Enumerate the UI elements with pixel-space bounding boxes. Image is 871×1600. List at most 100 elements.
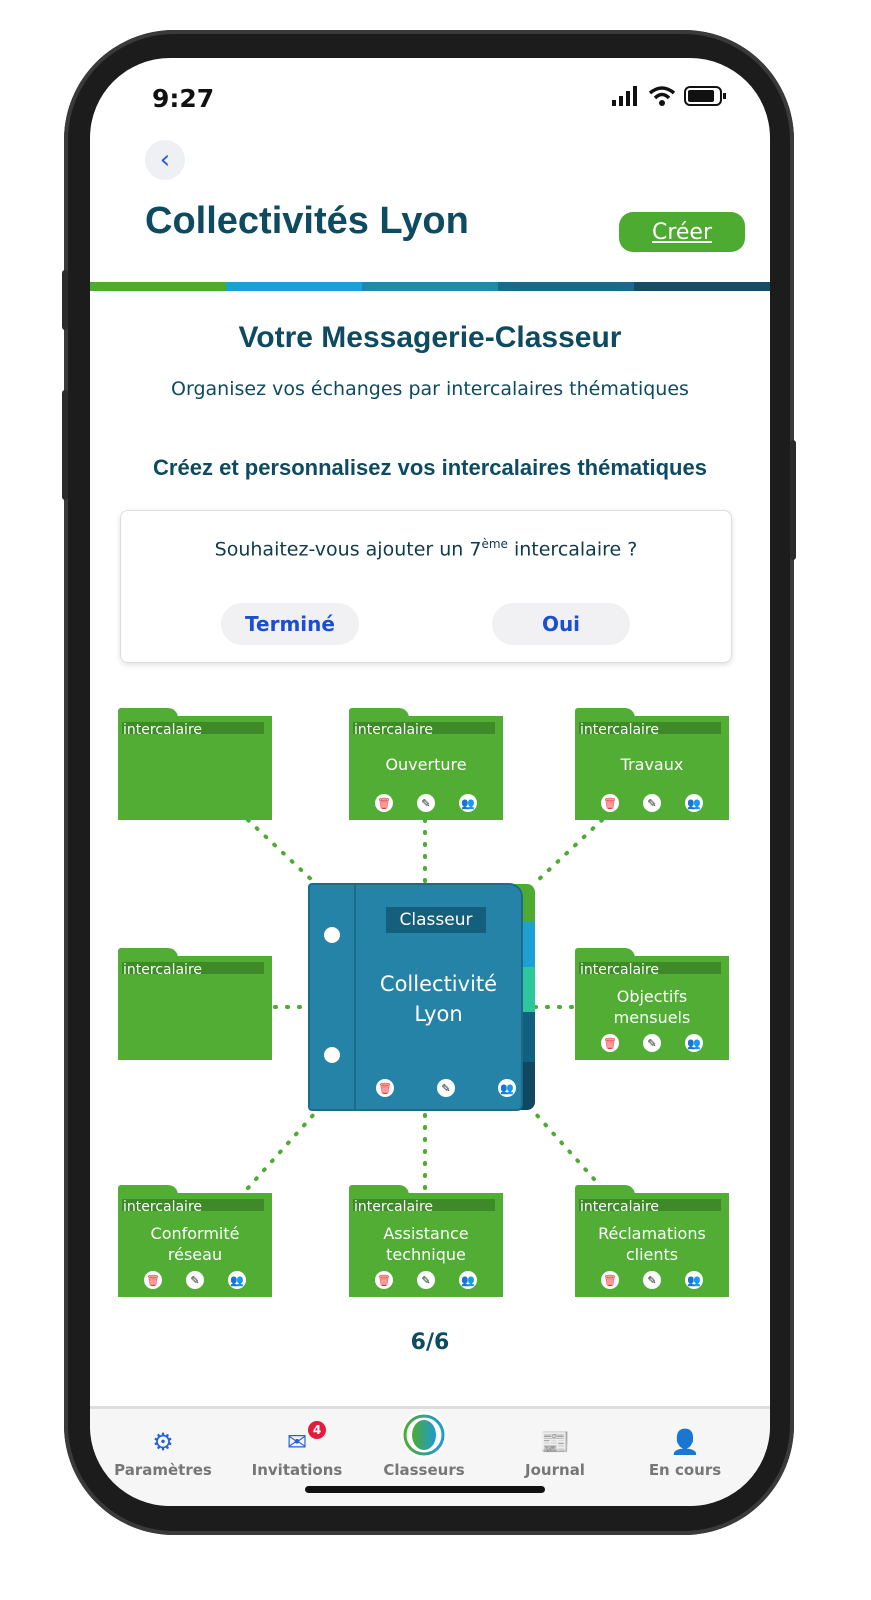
nav-label: Invitations [251,1461,343,1479]
section-subtitle: Organisez vos échanges par intercalaires… [171,378,689,400]
folder-actions: 🗑 ✎ 👥 [118,1271,272,1289]
gear-icon: ⚙ [152,1428,174,1456]
folder-tab [353,1199,495,1211]
nav-parametres[interactable]: ⚙ Paramètres [108,1423,218,1479]
pencil-icon[interactable]: ✎ [417,794,435,812]
phone-side-button [62,390,68,500]
trash-icon[interactable]: 🗑 [375,1271,393,1289]
pencil-icon[interactable]: ✎ [643,1034,661,1052]
folder-name: Objectifs mensuels [613,987,691,1027]
nav-journal[interactable]: 📰Journal [500,1423,610,1479]
home-indicator [305,1486,545,1493]
folder-actions: 🗑 ✎ 👥 [349,1271,503,1289]
folder-label: intercalaire [354,1199,434,1215]
folder-label: intercalaire [354,722,434,738]
question-sup: ème [481,537,508,551]
add-folder-dialog: Souhaitez-vous ajouter un 7ème intercala… [120,510,732,663]
folder-name: Ouverture [385,755,467,774]
phone-side-button [62,270,68,330]
chevron-left-icon: ‹ [159,145,171,175]
trash-icon[interactable]: 🗑 [601,1271,619,1289]
binder-tag: Classeur [386,907,486,933]
group-icon[interactable]: 👥 [685,1034,703,1052]
nav-label: En cours [648,1461,722,1479]
folder-card[interactable]: intercalaire [118,708,272,820]
phone-side-button [790,440,796,560]
nav-label: Classeurs [383,1461,465,1479]
pencil-icon[interactable]: ✎ [417,1271,435,1289]
group-icon[interactable]: 👥 [459,794,477,812]
folder-tab [579,1199,721,1211]
folder-name: Travaux [620,755,684,774]
folder-tab [353,722,495,734]
folder-label: intercalaire [123,962,203,978]
trash-icon[interactable]: 🗑 [375,794,393,812]
folder-actions: 🗑 ✎ 👥 [349,794,503,812]
folder-tab [579,722,721,734]
folder-tab [122,962,264,974]
folder-actions: 🗑 ✎ 👥 [575,1271,729,1289]
folder-tab [579,962,721,974]
status-time: 9:27 [152,84,215,113]
folder-label: intercalaire [123,1199,203,1215]
folder-actions: 🗑 ✎ 👥 [575,794,729,812]
group-icon[interactable]: 👥 [685,794,703,812]
screen: 9:27 ‹ Collectivités Lyon Créer Votre Me… [90,58,770,1506]
pencil-icon[interactable]: ✎ [643,1271,661,1289]
folder-label: intercalaire [580,962,660,978]
invitation-icon: ✉4 [242,1421,352,1461]
binder-actions: 🗑 ✎ 👥 [376,1079,516,1097]
back-button[interactable]: ‹ [145,140,185,180]
group-icon[interactable]: 👥 [685,1271,703,1289]
create-button[interactable]: Créer [619,212,745,252]
trash-icon[interactable]: 🗑 [601,1034,619,1052]
question-text: Souhaitez-vous ajouter un 7 [214,538,482,561]
folder-name: Assistance technique [383,1224,469,1264]
done-button[interactable]: Terminé [221,603,359,645]
yes-button[interactable]: Oui [492,603,630,645]
folder-tab [122,1199,264,1211]
pencil-icon[interactable]: ✎ [186,1271,204,1289]
status-icons [612,86,726,106]
ring-hole [324,1047,340,1063]
folder-actions: 🗑 ✎ 👥 [575,1034,729,1052]
trash-icon[interactable]: 🗑 [144,1271,162,1289]
folder-label: intercalaire [580,722,660,738]
question-text-end: intercalaire ? [507,538,638,561]
wifi-icon [648,86,676,106]
dialog-question: Souhaitez-vous ajouter un 7ème intercala… [121,537,731,560]
page-indicator: 6/6 [410,1330,450,1355]
signal-icon [612,86,637,106]
folder-name: Réclamations clients [598,1224,706,1264]
folder-label: intercalaire [580,1199,660,1215]
pencil-icon[interactable]: ✎ [437,1079,455,1097]
binder-spine [310,885,356,1109]
notification-badge: 4 [308,1421,326,1439]
page-title: Collectivités Lyon [145,200,469,242]
nav-label: Paramètres [114,1461,212,1479]
group-icon[interactable]: 👥 [459,1271,477,1289]
trash-icon[interactable]: 🗑 [376,1079,394,1097]
nav-label: Journal [525,1461,585,1479]
trash-icon[interactable]: 🗑 [601,794,619,812]
binder-name-line: Lyon [414,1002,463,1026]
pencil-icon[interactable]: ✎ [643,794,661,812]
group-icon[interactable]: 👥 [498,1079,516,1097]
folder-label: intercalaire [123,722,203,738]
color-divider [90,282,770,291]
section-instruction: Créez et personnalisez vos intercalaires… [153,455,707,480]
group-icon[interactable]: 👥 [228,1271,246,1289]
folder-card[interactable]: intercalaire [118,948,272,1060]
classeurs-logo-icon [369,1412,479,1461]
nav-classeurs[interactable]: Classeurs [369,1412,479,1479]
nav-en-cours[interactable]: 👤En cours [630,1423,740,1479]
